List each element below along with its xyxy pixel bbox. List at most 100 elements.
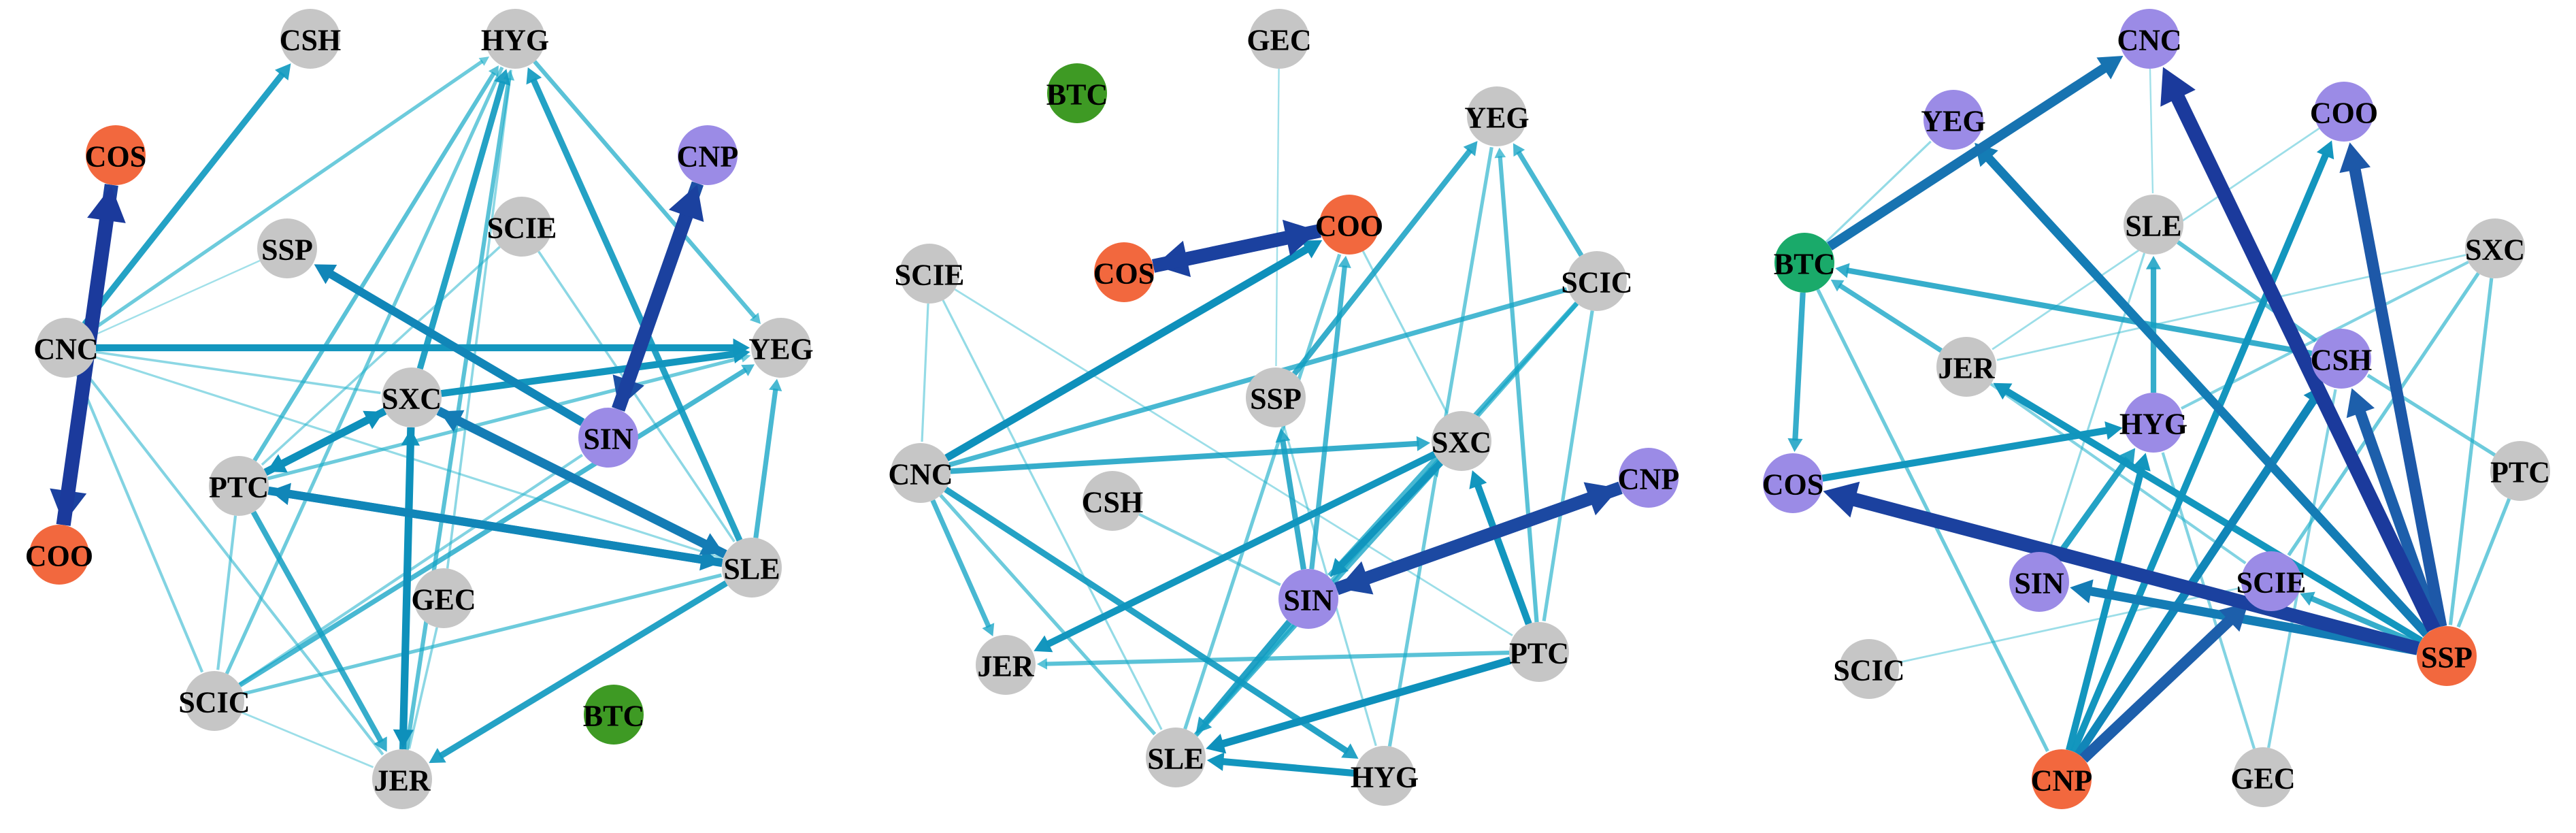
node-label: CNC — [2117, 24, 2181, 57]
node-circle — [382, 368, 442, 427]
edge-ssp-cos — [1848, 491, 2420, 655]
node-circle — [2241, 551, 2301, 611]
edge-cnp-sin — [1361, 481, 1623, 586]
node-coo: COO — [1315, 195, 1383, 255]
arrowhead-ptc-yeg — [1494, 147, 1506, 159]
node-csh: CSH — [2311, 329, 2372, 389]
edge-scic-jer — [242, 711, 374, 768]
node-label: CNC — [33, 333, 98, 366]
node-label: BTC — [1774, 248, 1835, 281]
arrowhead-sxc-yeg — [732, 344, 750, 364]
node-sle: SLE — [722, 538, 782, 598]
node-yeg: YEG — [1464, 86, 1530, 146]
edge-cnc-sxc — [95, 350, 381, 395]
edge-coo-sxc — [1361, 250, 1449, 414]
node-scic: SCIC — [1561, 251, 1633, 311]
node-ptc: PTC — [2490, 441, 2550, 501]
arrowhead-jer-btc — [1830, 279, 1845, 292]
arrowhead-scic-yeg — [741, 364, 755, 376]
arrowhead-ssp-yeg — [1463, 141, 1478, 157]
arrowhead-sxc-sin — [1330, 557, 1349, 576]
edge-ssp-cnc — [94, 259, 261, 336]
arrowhead-cnc-sxc — [1416, 436, 1431, 451]
arrowhead-sin-hyg — [2119, 448, 2136, 466]
node-scie: SCIE — [487, 197, 557, 257]
edge-cnc-hyg — [89, 59, 484, 333]
arrowhead-ssp-cos — [1823, 481, 1860, 518]
node-circle — [584, 685, 644, 745]
node-circle — [2009, 552, 2069, 612]
edge-sxc-scie — [2287, 272, 2480, 557]
arrowhead-cnp-hyg — [2132, 453, 2151, 472]
arrowhead-scic-yeg — [1513, 143, 1525, 157]
node-circle — [751, 318, 811, 378]
node-label: HYG — [1351, 761, 1419, 794]
node-coo: COO — [25, 525, 93, 585]
arrowhead-cnp-scie — [2219, 602, 2249, 632]
edge-sxc-jer — [1044, 451, 1436, 649]
edge-sxc-sin — [1337, 460, 1444, 569]
edge-scie-sle — [538, 250, 736, 542]
edge-scic-yeg — [1516, 150, 1584, 257]
arrowhead-btc-cos — [1787, 438, 1803, 453]
edge-cos-hyg — [1821, 427, 2109, 482]
node-label: HYG — [481, 24, 549, 57]
node-circle — [414, 568, 474, 628]
node-circle — [722, 538, 782, 598]
edge-ptc-jer — [250, 510, 384, 744]
node-circle — [1083, 471, 1142, 531]
node-label: YEG — [1921, 105, 1985, 138]
arrowhead-sle-yeg — [769, 378, 782, 392]
arrowhead-ssp-cnc — [2160, 67, 2196, 107]
node-circle — [2119, 9, 2179, 69]
arrowhead-ptc-sle — [1206, 734, 1227, 754]
node-label: COO — [1315, 210, 1383, 243]
arrowhead-hyg-sle — [2145, 256, 2162, 270]
node-label: CNP — [1618, 463, 1679, 496]
node-circle — [184, 671, 244, 731]
node-circle — [485, 9, 545, 69]
edge-layer — [921, 68, 1623, 777]
edge-ptc-ssp — [2456, 497, 2511, 628]
node-label: PTC — [1509, 637, 1569, 670]
node-circle — [1509, 622, 1569, 682]
arrowhead-sle-hyg — [526, 67, 542, 85]
node-circle — [257, 218, 317, 278]
arrowhead-sin-ssp — [1275, 428, 1291, 443]
node-scie: SCIE — [895, 244, 965, 304]
edge-scic-ptc — [1542, 310, 1594, 621]
edge-ptc-scic — [216, 515, 237, 670]
edge-ssp-coo — [2348, 165, 2447, 628]
node-circle — [1432, 411, 1491, 471]
node-label: GEC — [411, 583, 476, 617]
arrowhead-coo-cos — [87, 186, 126, 223]
node-label: SCIE — [895, 259, 965, 292]
node-ssp: SSP — [1246, 368, 1306, 427]
node-yeg: YEG — [748, 318, 814, 378]
edge-sxc-jer — [399, 427, 415, 733]
edge-ssp-scie — [2309, 595, 2421, 647]
node-circle — [578, 408, 638, 468]
edge-sin-coo — [1309, 265, 1347, 570]
edge-cnc-sle — [939, 494, 1157, 736]
edge-gec-hyg — [446, 69, 512, 569]
node-cnc: CNC — [2117, 9, 2182, 69]
node-cnc: CNC — [33, 318, 99, 378]
edge-cnc-jer — [930, 499, 991, 628]
node-gec: GEC — [1246, 9, 1312, 69]
node-label: SCIC — [178, 686, 250, 719]
node-scie: SCIE — [2236, 551, 2306, 611]
node-label: SLE — [1147, 742, 1204, 776]
edge-scic-sle — [243, 573, 722, 696]
edge-btc-cos — [1792, 292, 1806, 441]
edge-scie-ptc — [261, 246, 501, 466]
node-label: SCIE — [487, 212, 557, 245]
node-sxc: SXC — [2465, 218, 2525, 278]
edge-cos-coo — [1151, 230, 1293, 273]
arrowhead-sin-coo — [1338, 255, 1351, 268]
node-label: SIN — [583, 423, 633, 456]
arrowhead-sin-cnp — [668, 184, 704, 223]
